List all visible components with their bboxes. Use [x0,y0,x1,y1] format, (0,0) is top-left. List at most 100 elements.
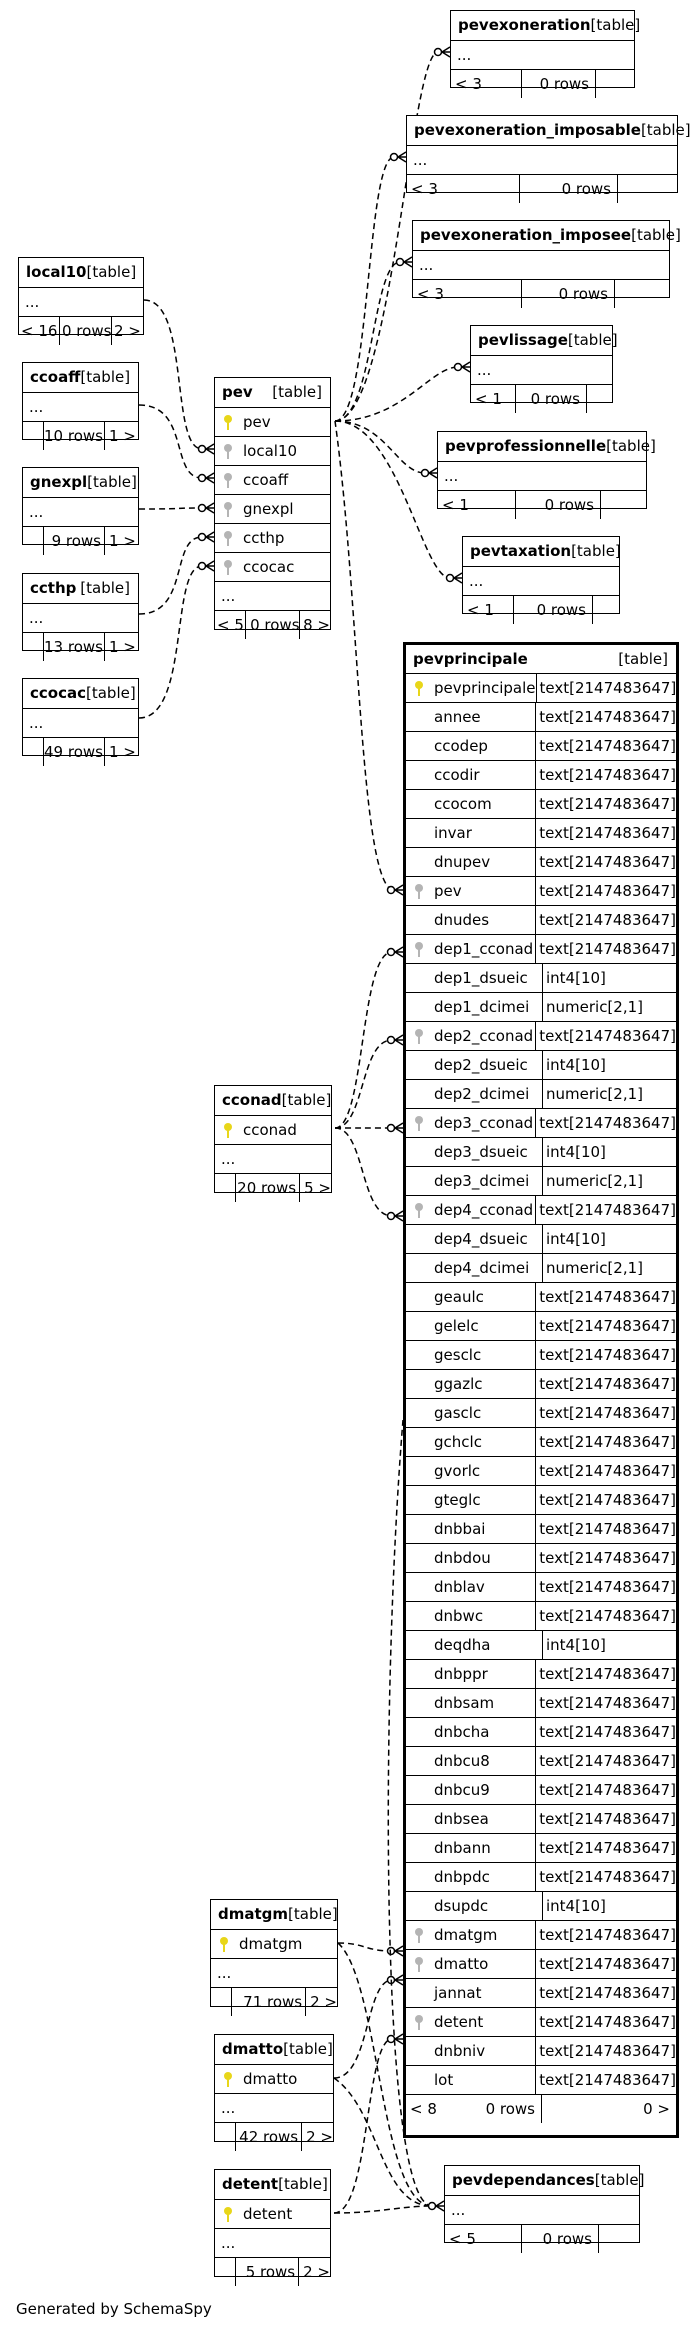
stat-children [586,385,612,413]
column-row[interactable]: ccocac [215,552,330,581]
column-type: text[2147483647] [535,1921,676,1949]
column-name-text: dnbniv [434,2042,486,2060]
column-name: dnupev [406,848,535,876]
table-header: pevexoneration_imposable[table] [407,116,691,145]
column-row[interactable]: ccthp [215,523,330,552]
column-row[interactable]: gnexpl [215,494,330,523]
column-row[interactable]: ccoaff [215,465,330,494]
column-row[interactable]: local10 [215,436,330,465]
primary-key-icon [220,1937,228,1952]
column-row[interactable]: pev [215,407,330,436]
column-row[interactable]: dmatto [215,2064,333,2093]
table-header: ccthp[table] [23,574,138,603]
stat-children: 2 > [298,2258,330,2286]
table-header: pevdependances[table] [445,2166,644,2195]
column-name: ccocom [406,790,535,818]
column-name: dep1_dcimei [406,993,542,1021]
column-row[interactable]: detent [215,2199,330,2228]
column-name-text: gesclc [434,1346,482,1364]
column-row[interactable]: dmatgm [211,1929,337,1958]
table-pev[interactable]: pev[table] pev local10 ccoaff gnexpl cct… [214,377,331,639]
column-row[interactable]: cconad [215,1115,331,1144]
column-name: dnbann [406,1834,535,1862]
column-name: pevprincipale [406,674,536,702]
table-name: local10 [26,263,87,281]
column-name: dep2_cconad [406,1022,535,1050]
column-type: int4[10] [542,1631,676,1659]
stat-parents [211,1988,231,2016]
table-type-label: [table] [80,579,130,597]
column-name-text: dmatgm [239,1935,303,1953]
table-name: gnexpl [30,473,88,491]
table-header: detent[table] [215,2170,330,2199]
